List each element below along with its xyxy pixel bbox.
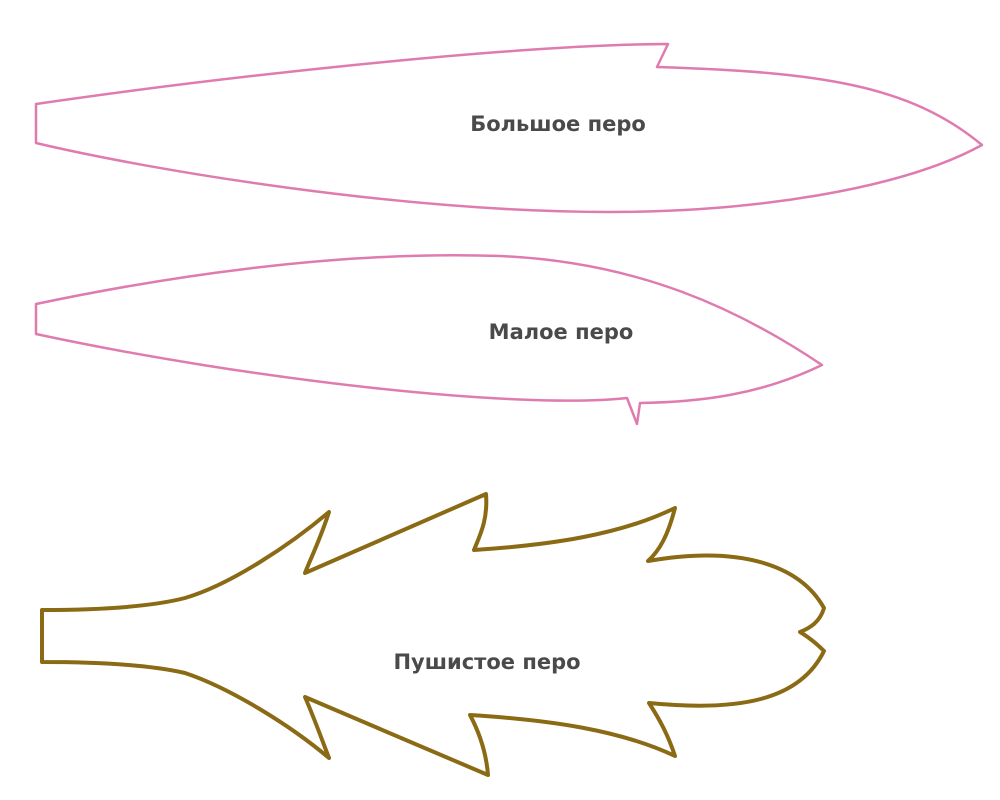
big-feather-outline: [34, 42, 984, 214]
fluffy-feather-outline: [40, 492, 826, 777]
small-feather-template: Малое перо: [34, 253, 824, 426]
fluffy-feather-template: Пушистое перо: [40, 492, 826, 777]
big-feather-template: Большое перо: [34, 42, 984, 214]
small-feather-label: Малое перо: [489, 320, 634, 344]
small-feather-outline: [34, 253, 824, 426]
big-feather-label: Большое перо: [470, 112, 646, 136]
fluffy-feather-label: Пушистое перо: [393, 650, 580, 674]
